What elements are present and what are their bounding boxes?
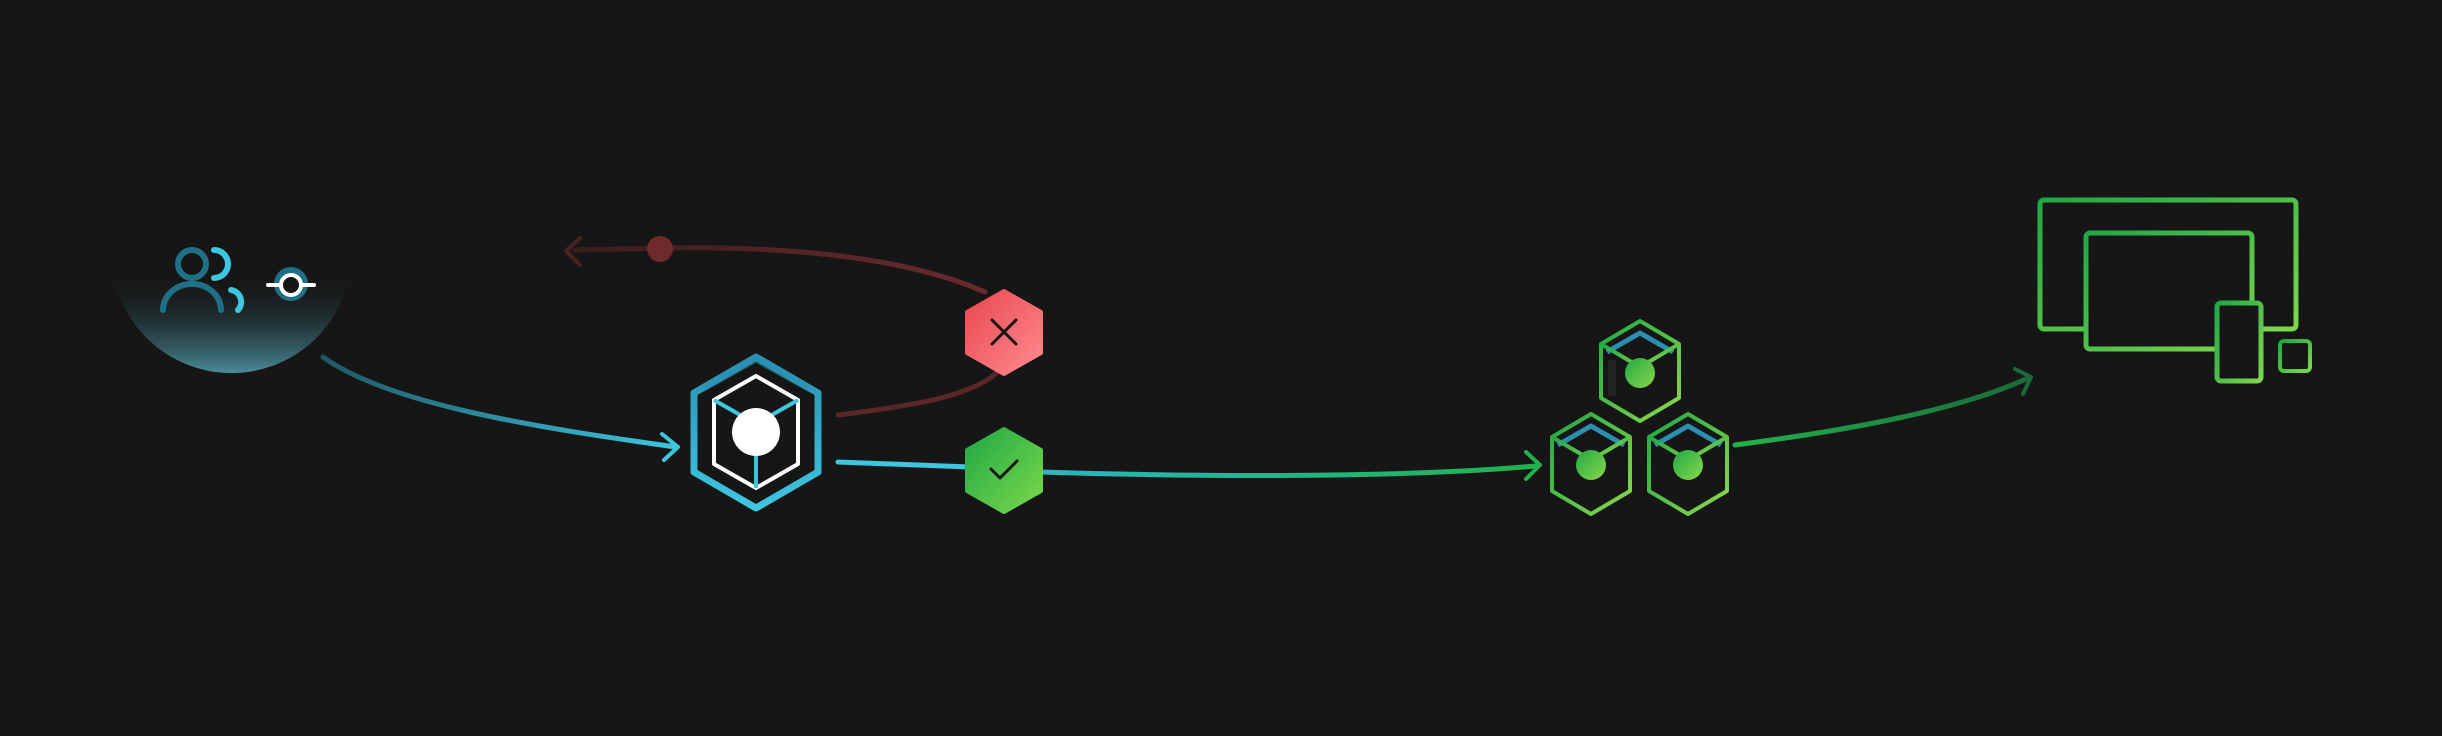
approved-badge bbox=[965, 427, 1043, 514]
edge-users-to-container bbox=[320, 354, 680, 462]
waypoint-dot bbox=[647, 236, 673, 262]
edge-approved-to-cluster bbox=[1037, 450, 1542, 481]
cube-cluster-icon bbox=[1550, 319, 1729, 516]
arrowhead-icon bbox=[2013, 367, 2033, 396]
edge-container-to-rejected bbox=[564, 236, 1003, 418]
cube-left bbox=[1550, 412, 1632, 516]
users-node bbox=[113, 247, 350, 374]
x-mark-icon bbox=[990, 318, 1018, 346]
edge-cluster-to-devices bbox=[1732, 367, 2033, 448]
person-target-icon bbox=[266, 267, 316, 301]
edge-container-to-approved bbox=[835, 459, 973, 470]
arrowhead-icon bbox=[564, 236, 582, 267]
cube-right bbox=[1647, 412, 1729, 516]
phone bbox=[2214, 300, 2264, 384]
central-container-node bbox=[690, 353, 822, 512]
arrowhead-icon bbox=[1524, 450, 1542, 481]
container-core bbox=[732, 408, 780, 456]
rejected-badge bbox=[965, 289, 1043, 376]
arrowhead-icon bbox=[660, 432, 680, 462]
users-icon bbox=[160, 247, 245, 313]
check-mark-icon bbox=[989, 459, 1019, 480]
multi-device-icon bbox=[2037, 197, 2320, 384]
cube-top bbox=[1599, 319, 1681, 423]
watch bbox=[2271, 339, 2320, 373]
laptop-screen bbox=[2083, 230, 2255, 352]
